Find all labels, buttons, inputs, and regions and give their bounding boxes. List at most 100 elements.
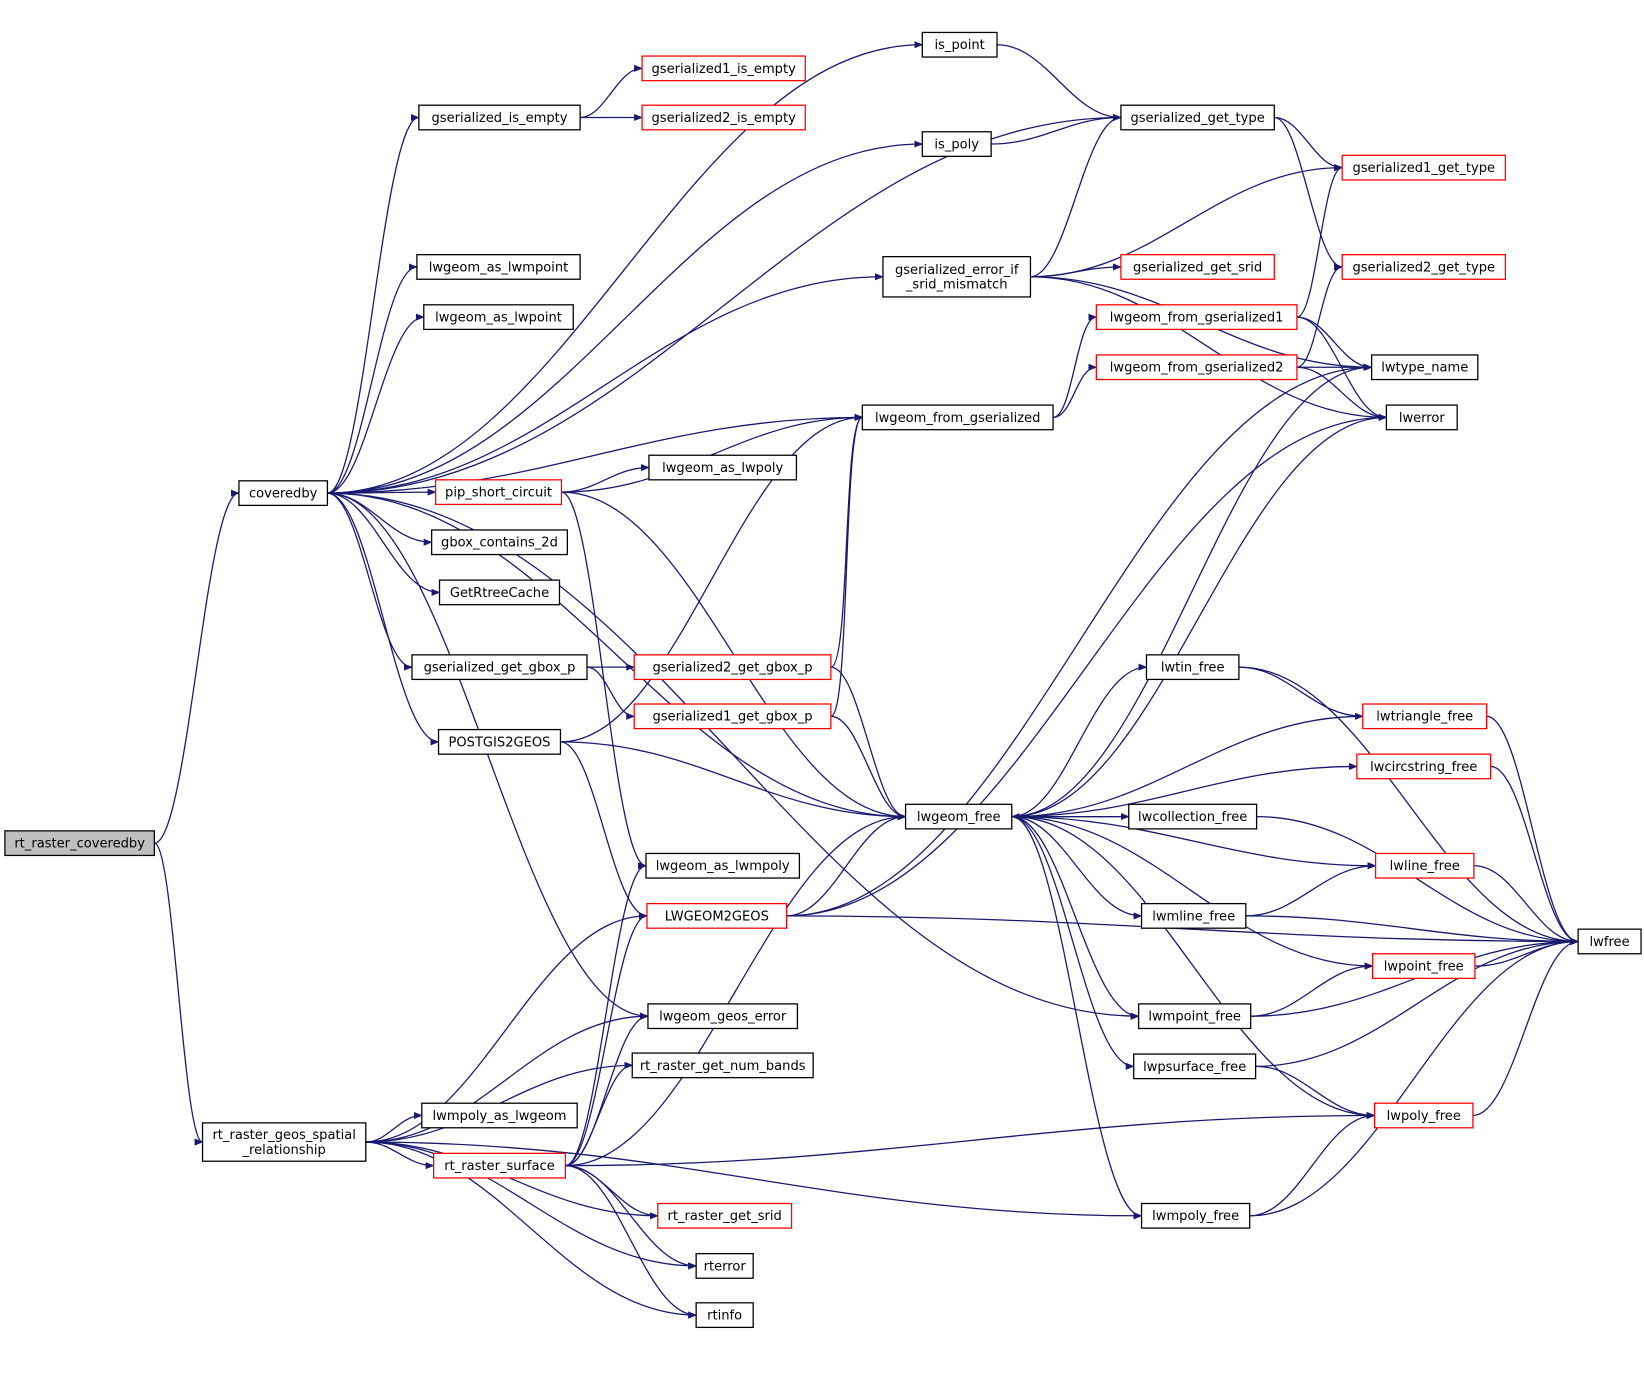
node-box[interactable]	[1371, 953, 1476, 979]
node-box[interactable]	[631, 1052, 814, 1079]
node-box[interactable]	[238, 480, 329, 507]
node-box[interactable]	[641, 104, 806, 131]
node-gserialized_get_type[interactable]: gserialized_get_type	[1120, 104, 1275, 131]
node-gserialized_is_empty[interactable]: gserialized_is_empty	[418, 104, 581, 131]
node-box[interactable]	[431, 529, 568, 556]
node-lwtriangle_free[interactable]: lwtriangle_free	[1362, 703, 1488, 730]
node-lwgeom_as_lwmpoly[interactable]: lwgeom_as_lwmpoly	[645, 852, 801, 879]
node-box[interactable]	[1120, 104, 1275, 131]
node-gserialized_get_srid[interactable]: gserialized_get_srid	[1120, 254, 1275, 280]
node-box[interactable]	[1095, 354, 1298, 381]
node-lwcollection_free[interactable]: lwcollection_free	[1128, 803, 1258, 830]
node-box[interactable]	[882, 255, 1032, 298]
node-rt_raster_geos_spatial_relationship[interactable]: rt_raster_geos_spatial_relationship	[201, 1122, 367, 1162]
node-lwpoly_free[interactable]: lwpoly_free	[1373, 1102, 1474, 1129]
node-lwpsurface_free[interactable]: lwpsurface_free	[1133, 1053, 1257, 1080]
node-box[interactable]	[1120, 254, 1275, 280]
node-box[interactable]	[4, 830, 156, 857]
node-box[interactable]	[921, 131, 992, 157]
node-lwtin_free[interactable]: lwtin_free	[1145, 654, 1240, 681]
node-box[interactable]	[418, 104, 581, 131]
node-box[interactable]	[432, 1152, 567, 1179]
node-pip_short_circuit[interactable]: pip_short_circuit	[434, 479, 563, 506]
node-is_point[interactable]: is_point	[921, 31, 998, 58]
node-box[interactable]	[437, 728, 562, 755]
node-box[interactable]	[647, 1003, 799, 1030]
node-box[interactable]	[421, 1102, 578, 1129]
node-box[interactable]	[1356, 753, 1492, 780]
node-gserialized_error_if_srid_mismatch[interactable]: gserialized_error_if_srid_mismatch	[882, 255, 1032, 298]
node-box[interactable]	[1577, 928, 1642, 955]
node-box[interactable]	[201, 1122, 367, 1162]
node-lwcircstring_free[interactable]: lwcircstring_free	[1356, 753, 1492, 780]
node-box[interactable]	[921, 31, 998, 58]
node-lwgeom_from_gserialized1[interactable]: lwgeom_from_gserialized1	[1095, 304, 1298, 331]
node-box[interactable]	[1362, 703, 1488, 730]
node-lwpoint_free[interactable]: lwpoint_free	[1371, 953, 1476, 979]
node-lwmpoint_free[interactable]: lwmpoint_free	[1137, 1003, 1252, 1030]
node-lwgeom_from_gserialized2[interactable]: lwgeom_from_gserialized2	[1095, 354, 1298, 381]
node-gserialized2_is_empty[interactable]: gserialized2_is_empty	[641, 104, 806, 131]
node-gserialized1_get_type[interactable]: gserialized1_get_type	[1341, 154, 1507, 181]
node-box[interactable]	[1374, 852, 1475, 879]
node-lwmline_free[interactable]: lwmline_free	[1140, 902, 1247, 929]
node-box[interactable]	[1145, 654, 1240, 681]
node-box[interactable]	[695, 1253, 754, 1279]
node-box[interactable]	[1385, 404, 1458, 431]
node-box[interactable]	[1133, 1053, 1257, 1080]
node-box[interactable]	[1373, 1102, 1474, 1129]
node-box[interactable]	[434, 479, 563, 506]
node-lwtype_name[interactable]: lwtype_name	[1370, 354, 1479, 381]
node-box[interactable]	[1341, 254, 1507, 280]
node-box[interactable]	[861, 404, 1054, 431]
node-lwgeom_free[interactable]: lwgeom_free	[904, 803, 1013, 830]
node-POSTGIS2GEOS[interactable]: POSTGIS2GEOS	[437, 728, 562, 755]
node-box[interactable]	[423, 304, 574, 331]
node-coveredby[interactable]: coveredby	[238, 480, 329, 507]
node-rt_raster_get_srid[interactable]: rt_raster_get_srid	[657, 1202, 793, 1229]
node-LWGEOM2GEOS[interactable]: LWGEOM2GEOS	[646, 902, 788, 929]
node-lwgeom_as_lwpoly[interactable]: lwgeom_as_lwpoly	[648, 454, 798, 481]
node-box[interactable]	[1140, 1202, 1251, 1229]
node-box[interactable]	[1128, 803, 1258, 830]
node-lwgeom_geos_error[interactable]: lwgeom_geos_error	[647, 1003, 799, 1030]
node-box[interactable]	[633, 654, 832, 681]
node-box[interactable]	[646, 902, 788, 929]
node-rt_raster_surface[interactable]: rt_raster_surface	[432, 1152, 567, 1179]
node-gserialized2_get_gbox_p[interactable]: gserialized2_get_gbox_p	[633, 654, 832, 681]
node-box[interactable]	[904, 803, 1013, 830]
node-box[interactable]	[1341, 154, 1507, 181]
node-lwmpoly_free[interactable]: lwmpoly_free	[1140, 1202, 1251, 1229]
node-rterror[interactable]: rterror	[695, 1253, 754, 1279]
node-lwerror[interactable]: lwerror	[1385, 404, 1458, 431]
node-box[interactable]	[1095, 304, 1298, 331]
node-rt_raster_get_num_bands[interactable]: rt_raster_get_num_bands	[631, 1052, 814, 1079]
node-GetRtreeCache[interactable]: GetRtreeCache	[438, 579, 561, 606]
node-box[interactable]	[416, 254, 581, 280]
node-gserialized_get_gbox_p[interactable]: gserialized_get_gbox_p	[411, 654, 588, 681]
node-gserialized1_is_empty[interactable]: gserialized1_is_empty	[641, 55, 806, 82]
node-lwline_free[interactable]: lwline_free	[1374, 852, 1475, 879]
node-box[interactable]	[645, 852, 801, 879]
node-lwgeom_as_lwmpoint[interactable]: lwgeom_as_lwmpoint	[416, 254, 581, 280]
node-box[interactable]	[1140, 902, 1247, 929]
node-lwfree[interactable]: lwfree	[1577, 928, 1642, 955]
node-rt_raster_coveredby[interactable]: rt_raster_coveredby	[4, 830, 156, 857]
node-box[interactable]	[641, 55, 806, 82]
node-box[interactable]	[1370, 354, 1479, 381]
node-box[interactable]	[648, 454, 798, 481]
node-box[interactable]	[411, 654, 588, 681]
node-is_poly[interactable]: is_poly	[921, 131, 992, 157]
node-gserialized2_get_type[interactable]: gserialized2_get_type	[1341, 254, 1507, 280]
node-gbox_contains_2d[interactable]: gbox_contains_2d	[431, 529, 568, 556]
node-box[interactable]	[438, 579, 561, 606]
node-box[interactable]	[657, 1202, 793, 1229]
node-rtinfo[interactable]: rtinfo	[695, 1302, 754, 1329]
node-box[interactable]	[633, 703, 832, 730]
node-gserialized1_get_gbox_p[interactable]: gserialized1_get_gbox_p	[633, 703, 832, 730]
node-box[interactable]	[695, 1302, 754, 1329]
node-lwgeom_as_lwpoint[interactable]: lwgeom_as_lwpoint	[423, 304, 574, 331]
node-box[interactable]	[1137, 1003, 1252, 1030]
node-lwgeom_from_gserialized[interactable]: lwgeom_from_gserialized	[861, 404, 1054, 431]
node-lwmpoly_as_lwgeom[interactable]: lwmpoly_as_lwgeom	[421, 1102, 578, 1129]
